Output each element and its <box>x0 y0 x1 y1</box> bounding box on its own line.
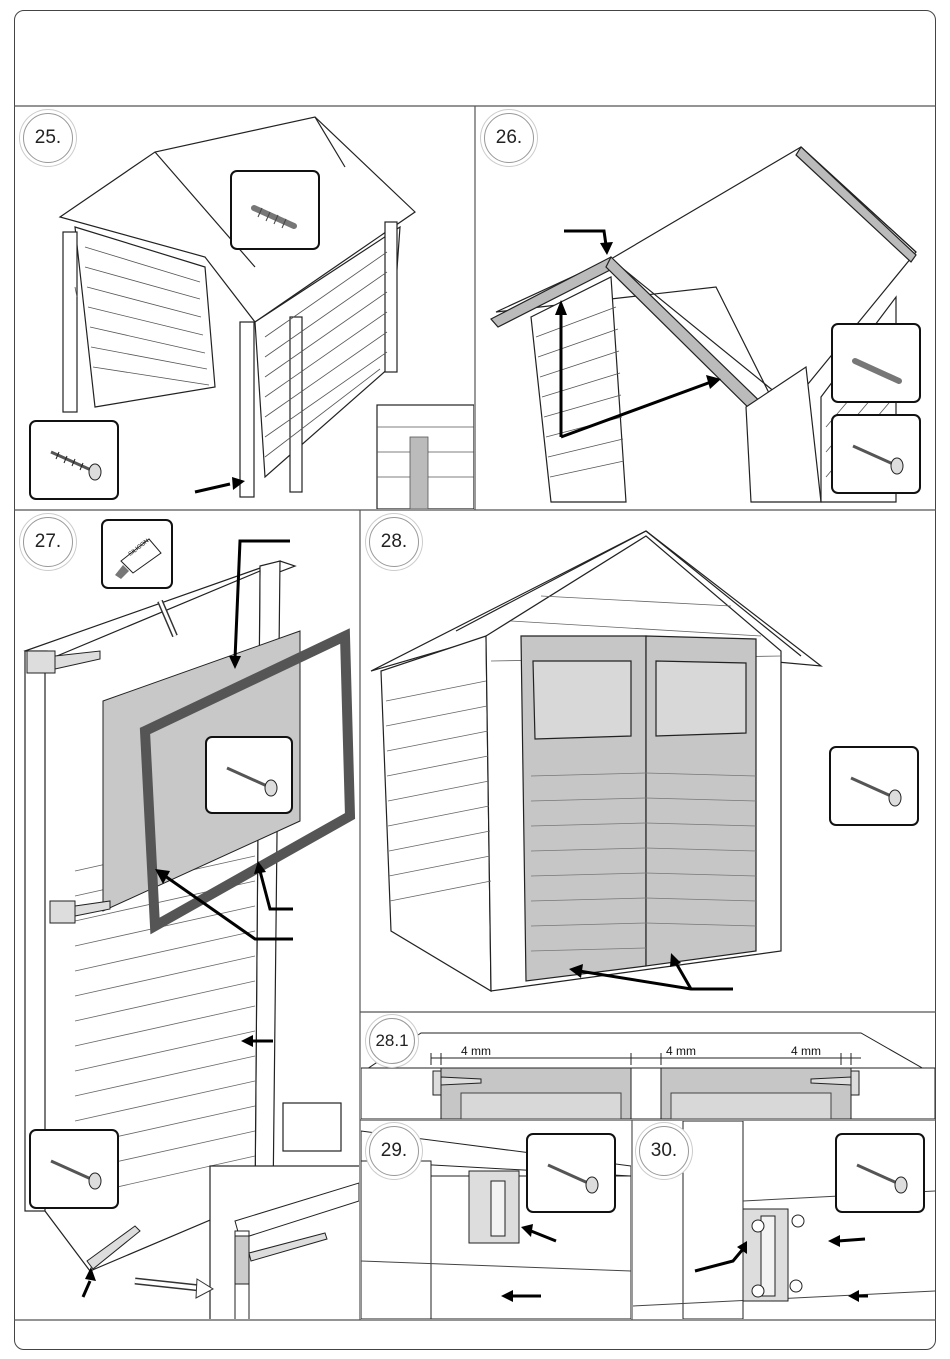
screw-icon <box>31 422 121 502</box>
step-number: 26. <box>484 113 534 163</box>
step-28-1-illustration <box>361 1013 935 1119</box>
glue-tube-icon <box>103 521 175 591</box>
screw-icon <box>833 416 923 496</box>
step-number: 30. <box>639 1126 689 1176</box>
gap-measure-left: 4 mm <box>461 1044 491 1058</box>
step-30-panel: 30. <box>633 1121 935 1319</box>
drill-bit-inset <box>831 323 921 403</box>
step-number: 27. <box>23 517 73 567</box>
step-25-panel: 25. <box>15 107 474 509</box>
step-number: 29. <box>369 1126 419 1176</box>
screw-inset <box>835 1133 925 1213</box>
screw-icon <box>831 748 921 828</box>
step-28-panel: 28. <box>361 511 935 1011</box>
drill-bit-icon <box>833 325 923 405</box>
drill-bit-icon <box>232 172 322 252</box>
screw-icon <box>207 738 295 816</box>
screw-inset <box>831 414 921 494</box>
step-number: 28. <box>369 517 419 567</box>
gap-measure-right: 4 mm <box>791 1044 821 1058</box>
step-number: 25. <box>23 113 73 163</box>
screw-icon <box>31 1131 121 1211</box>
drill-bit-inset <box>230 170 320 250</box>
screw-inset <box>29 420 119 500</box>
step-26-panel: 26. <box>476 107 935 509</box>
screw-icon <box>528 1135 618 1215</box>
step-29-panel: 29. <box>361 1121 631 1319</box>
step-27-panel: 27. SILICON <box>15 511 359 1319</box>
screw-inset <box>29 1129 119 1209</box>
glue-tube-inset: SILICON <box>101 519 173 589</box>
step-28-1-panel: 28.1 4 mm 4 mm 4 mm <box>361 1013 935 1119</box>
screw-inset <box>526 1133 616 1213</box>
step-number: 28.1 <box>369 1018 415 1064</box>
gap-measure-center: 4 mm <box>666 1044 696 1058</box>
screw-inset <box>205 736 293 814</box>
screw-icon <box>837 1135 927 1215</box>
screw-inset <box>829 746 919 826</box>
